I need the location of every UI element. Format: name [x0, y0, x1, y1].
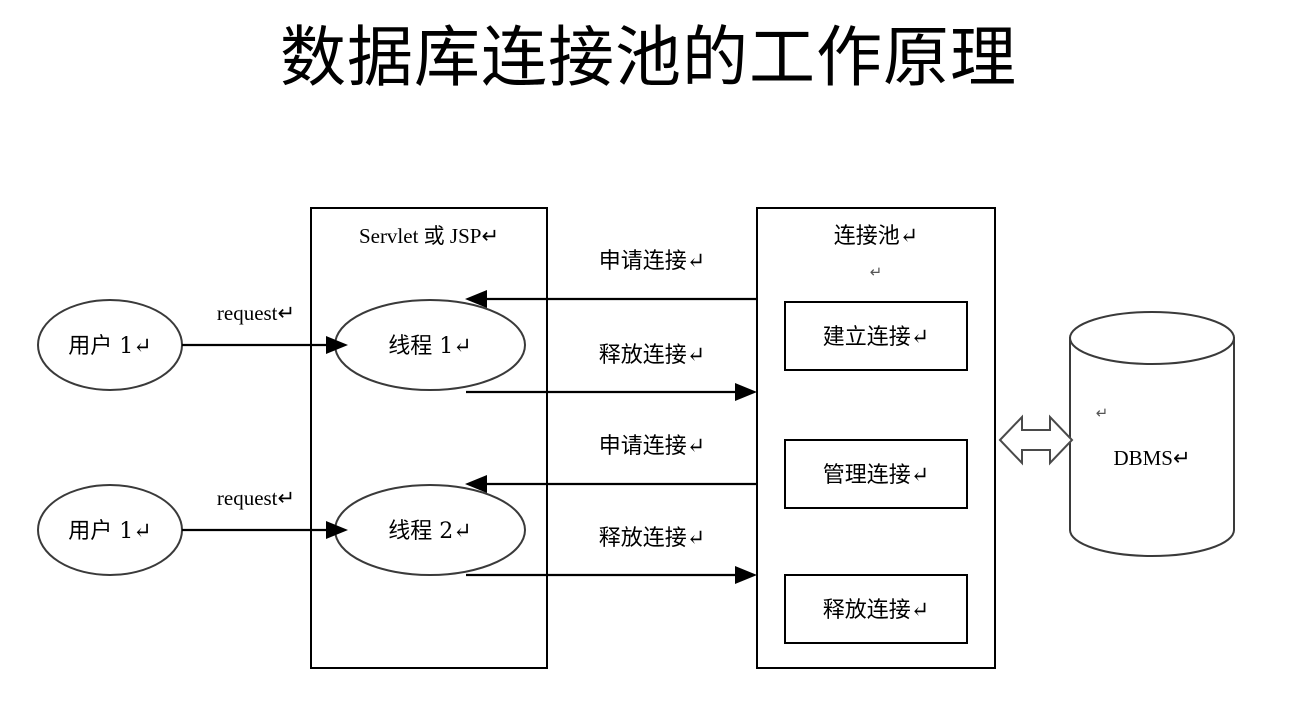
release-connection-2-arrow-head [735, 566, 757, 584]
thread-1-label: 线程 1↵ [388, 334, 471, 359]
pool-item-release-connection-box[interactable] [784, 574, 968, 644]
dbms-label: DBMS↵ [1113, 446, 1190, 470]
release-connection-1-label: 释放连接↵ [599, 343, 705, 368]
pool-item-create-connection-box[interactable] [784, 301, 968, 371]
servlet-container-title: Servlet 或 JSP↵ [359, 224, 499, 248]
connection-pool-title: 连接池↵ [834, 224, 918, 249]
apply-connection-2-label: 申请连接↵ [599, 434, 705, 459]
user-1-label: 用户 1↵ [68, 334, 151, 359]
apply-connection-1-label: 申请连接↵ [599, 249, 705, 274]
thread-2-label: 线程 2↵ [388, 519, 471, 544]
pool-item-manage-connection-label: 管理连接↵ [823, 463, 929, 488]
dbms-cylinder-body [1069, 337, 1235, 557]
pool-dbms-double-arrow [998, 414, 1074, 466]
pool-item-manage-connection-box[interactable] [784, 439, 968, 509]
user-2-label: 用户 1↵ [68, 519, 151, 544]
release-connection-1-arrow-head [735, 383, 757, 401]
request-2-label: request↵ [217, 486, 295, 510]
release-connection-2-label: 释放连接↵ [599, 526, 705, 551]
apply-connection-2-arrow-head [465, 475, 487, 493]
request-1-arrow-head [326, 336, 348, 354]
pool-item-release-connection-label: 释放连接↵ [823, 598, 929, 623]
request-1-label: request↵ [217, 301, 295, 325]
request-2-arrow-head [326, 521, 348, 539]
dbms-top-mark: ↵ [1096, 404, 1109, 422]
servlet-container-box [310, 207, 548, 669]
page-title: 数据库连接池的工作原理 [280, 19, 1017, 96]
pool-item-create-connection-label: 建立连接↵ [823, 325, 929, 350]
connection-pool-subtitle-mark: ↵ [870, 263, 883, 281]
apply-connection-1-arrow-head [465, 290, 487, 308]
dbms-cylinder-top [1069, 311, 1235, 365]
